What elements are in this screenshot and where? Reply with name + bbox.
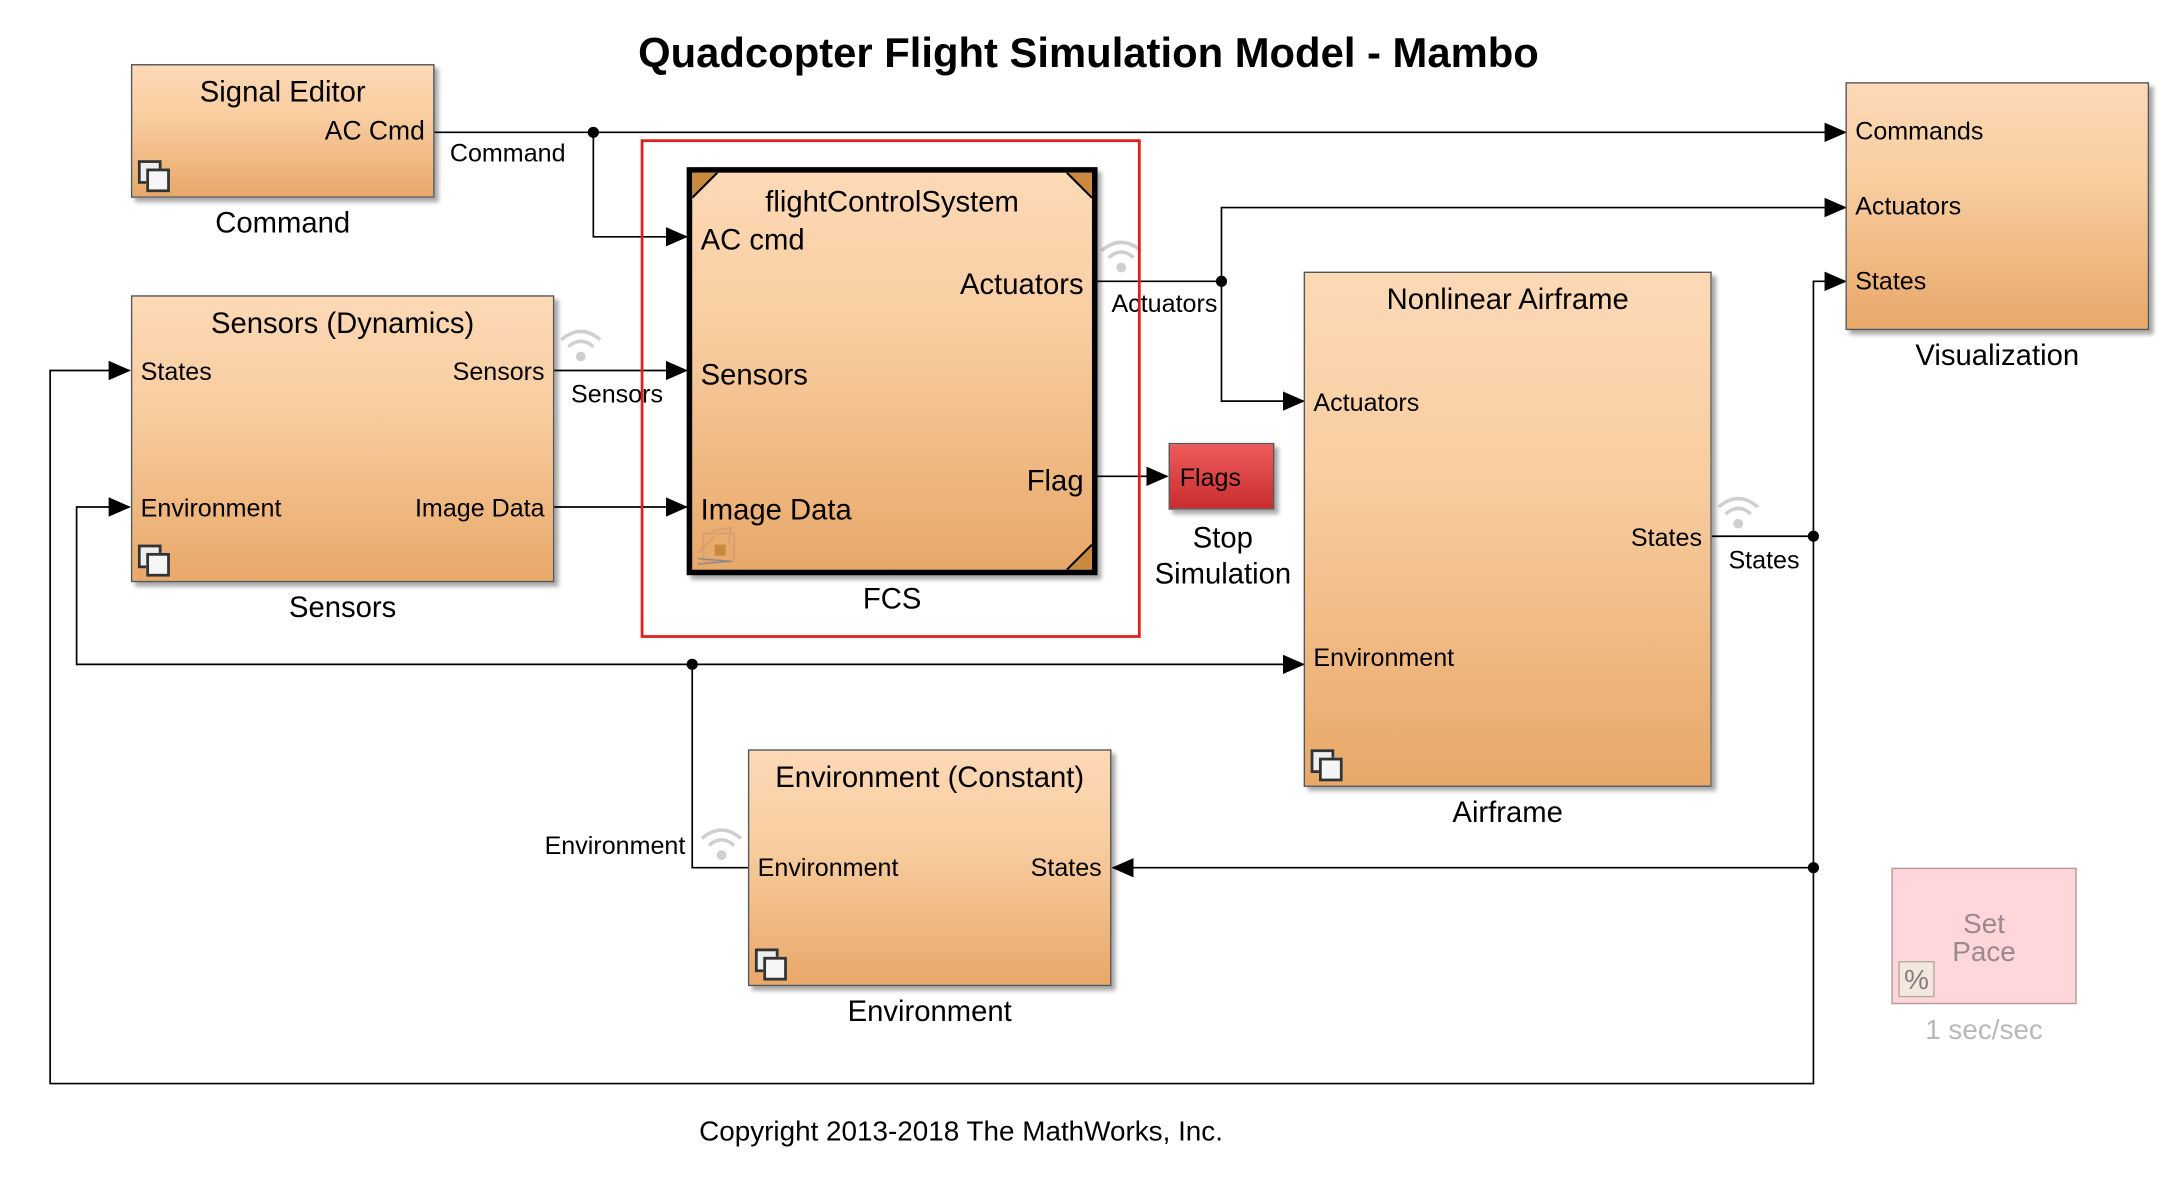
subsystem-icon	[137, 160, 170, 193]
fcs-block[interactable]: flightControlSystem AC cmd Sensors Image…	[686, 167, 1098, 576]
port-sensors-in: Sensors	[700, 359, 808, 392]
wire-environment	[691, 664, 748, 869]
set-pace-caption: 1 sec/sec	[1925, 1015, 2043, 1046]
port-sensors-out: Sensors	[452, 357, 545, 386]
sensors-block[interactable]: Sensors (Dynamics) States Environment Se…	[130, 295, 555, 583]
port-flag-out: Flag	[1026, 465, 1084, 498]
subsystem-icon	[137, 544, 170, 577]
wire-command-branch	[592, 132, 689, 247]
port-ac-cmd-out: AC Cmd	[324, 116, 425, 147]
environment-block[interactable]: Environment (Constant) Environment State…	[747, 749, 1112, 987]
port-commands-in: Commands	[1855, 116, 1984, 145]
port-actuators-in: Actuators	[1855, 192, 1962, 221]
fcs-caption: FCS	[862, 583, 922, 616]
signal-label-command: Command	[449, 139, 566, 168]
corner-mark-icon	[1066, 543, 1092, 570]
environment-title: Environment (Constant)	[775, 761, 1085, 794]
signal-editor-caption: Command	[215, 207, 351, 240]
flags-block[interactable]: Flags	[1168, 442, 1275, 510]
wire-actuators-vis	[1220, 197, 1847, 282]
signal-editor-block[interactable]: Signal Editor AC Cmd	[130, 64, 435, 198]
port-states-out: States	[1630, 523, 1703, 552]
wire-states-sensors	[49, 360, 1815, 1085]
visualization-block[interactable]: Commands Actuators States	[1845, 82, 2150, 331]
percent-icon: %	[1898, 961, 1935, 998]
airframe-title: Nonlinear Airframe	[1386, 284, 1629, 317]
port-environment-in: Environment	[757, 853, 899, 882]
subsystem-icon	[1310, 749, 1343, 782]
signal-label-sensors: Sensors	[571, 380, 664, 409]
flags-caption-line2: Simulation	[1154, 558, 1292, 591]
copyright-text: Copyright 2013-2018 The MathWorks, Inc.	[699, 1117, 1223, 1148]
airframe-caption: Airframe	[1452, 796, 1563, 829]
port-states-in: States	[1855, 267, 1927, 296]
wifi-icon[interactable]	[1715, 490, 1762, 529]
wire-states-vis	[1812, 271, 1847, 537]
port-actuators-in: Actuators	[1313, 388, 1420, 417]
sensors-caption: Sensors	[288, 591, 397, 624]
environment-caption: Environment	[847, 995, 1012, 1028]
set-pace-label-line1: Set	[1963, 909, 2005, 941]
port-environment-in: Environment	[140, 494, 282, 523]
page-title: Quadcopter Flight Simulation Model - Mam…	[638, 30, 1539, 77]
wire-env-sensors	[75, 497, 693, 666]
wire-actuators-airframe	[1220, 281, 1306, 411]
flags-caption: Stop Simulation	[1139, 521, 1306, 593]
signal-label-actuators: Actuators	[1111, 289, 1218, 318]
airframe-block[interactable]: Nonlinear Airframe Actuators Environment…	[1303, 271, 1712, 787]
wifi-icon[interactable]	[698, 822, 745, 861]
signal-editor-title: Signal Editor	[199, 76, 366, 109]
port-actuators-out: Actuators	[960, 268, 1084, 301]
visualization-caption: Visualization	[1915, 339, 2080, 372]
set-pace-label-line2: Pace	[1952, 937, 2016, 968]
port-states-in: States	[140, 357, 212, 386]
port-states-out: States	[1030, 853, 1102, 882]
wifi-icon[interactable]	[557, 323, 604, 362]
signal-label-states: States	[1728, 545, 1800, 574]
subsystem-icon	[754, 948, 787, 981]
sensors-title: Sensors (Dynamics)	[210, 307, 475, 340]
corner-mark-icon	[692, 172, 719, 199]
variant-icon	[697, 526, 736, 565]
signal-label-environment: Environment	[544, 831, 686, 860]
port-ac-cmd-in: AC cmd	[700, 224, 805, 257]
port-image-data-in: Image Data	[700, 494, 852, 527]
port-image-data-out: Image Data	[414, 494, 545, 523]
fcs-title: flightControlSystem	[765, 186, 1019, 219]
set-pace-label: Set Pace	[1893, 911, 2075, 967]
flags-caption-line1: Stop	[1192, 522, 1253, 555]
set-pace-block[interactable]: Set Pace %	[1891, 867, 2077, 1005]
wifi-icon[interactable]	[1098, 234, 1145, 273]
corner-mark-icon	[1066, 172, 1092, 199]
flags-label: Flags	[1179, 463, 1242, 492]
port-environment-in: Environment	[1313, 643, 1455, 672]
